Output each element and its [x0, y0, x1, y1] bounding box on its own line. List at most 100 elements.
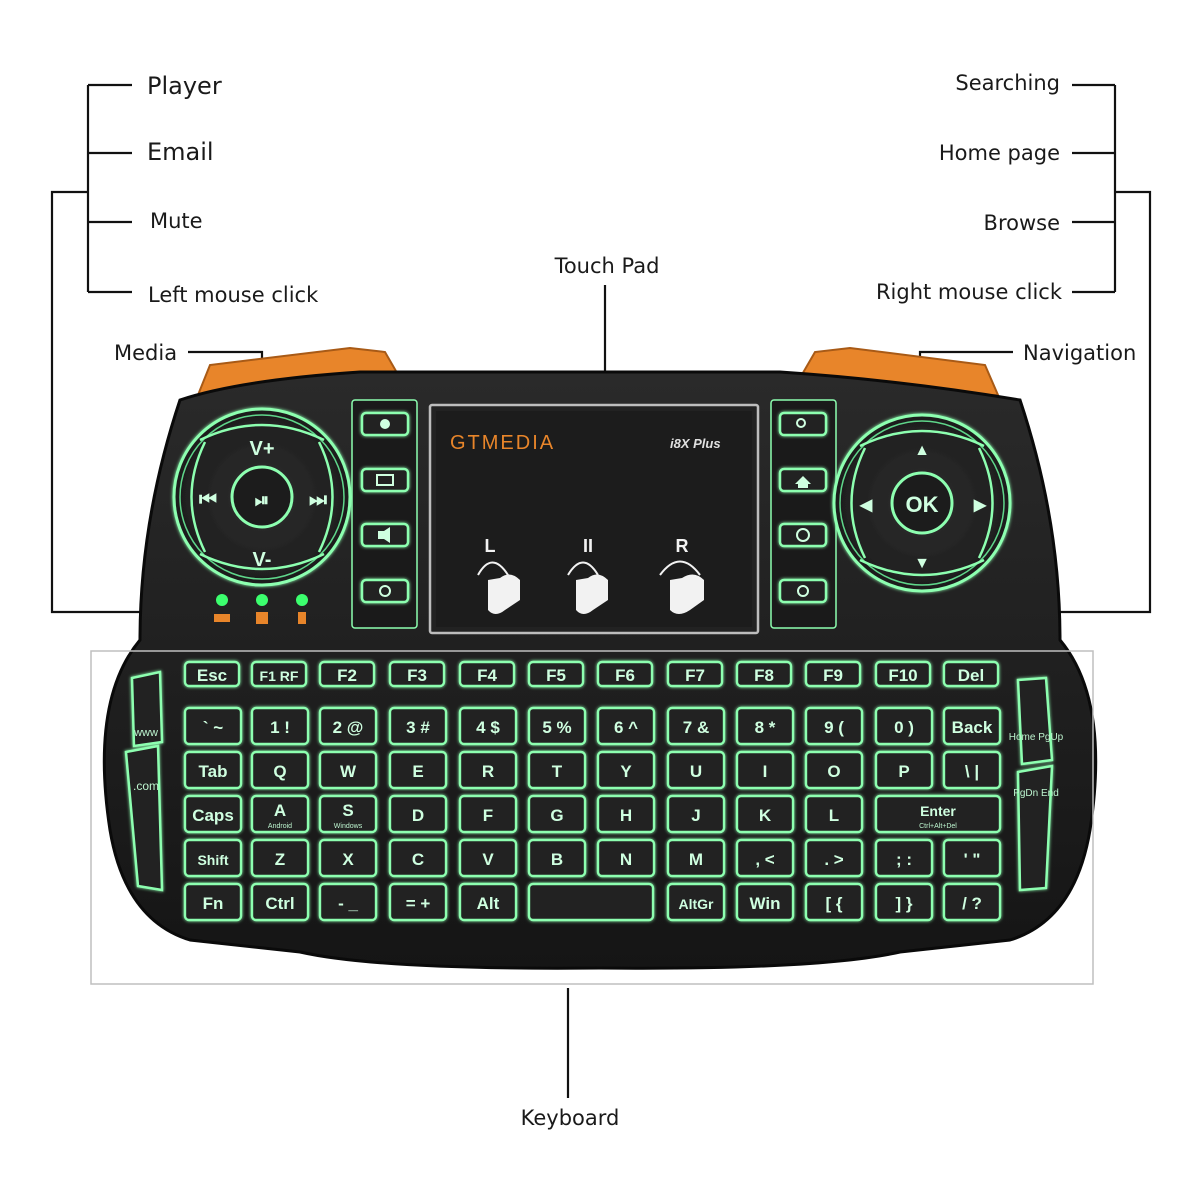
- key-win[interactable]: Win: [735, 882, 795, 922]
- key-o[interactable]: O: [804, 750, 864, 790]
- side-key-com[interactable]: [124, 744, 164, 892]
- key-e[interactable]: E: [388, 750, 448, 790]
- key-u[interactable]: U: [666, 750, 726, 790]
- key-space[interactable]: [527, 882, 655, 922]
- key-3[interactable]: 3 #: [388, 706, 448, 746]
- key-d[interactable]: D: [388, 794, 448, 834]
- key-symbol[interactable]: , <: [735, 838, 795, 878]
- key-fn[interactable]: Fn: [183, 882, 243, 922]
- side-key-home-pgup[interactable]: [1016, 676, 1054, 766]
- key-symbol[interactable]: ` ~: [183, 706, 243, 746]
- key-2[interactable]: 2 @: [318, 706, 378, 746]
- key-k[interactable]: K: [735, 794, 795, 834]
- key-f4[interactable]: F4: [458, 660, 516, 688]
- key-label: F1 RF: [260, 668, 299, 684]
- key-l[interactable]: L: [804, 794, 864, 834]
- key-5[interactable]: 5 %: [527, 706, 587, 746]
- key-ctrl[interactable]: Ctrl: [250, 882, 310, 922]
- key-0[interactable]: 0 ): [874, 706, 934, 746]
- key-y[interactable]: Y: [596, 750, 656, 790]
- key-7[interactable]: 7 &: [666, 706, 726, 746]
- key-f3[interactable]: F3: [388, 660, 446, 688]
- key-tab[interactable]: Tab: [183, 750, 243, 790]
- key-4[interactable]: 4 $: [458, 706, 518, 746]
- key-cap: [183, 660, 241, 688]
- media-volume-down-button[interactable]: V-: [253, 549, 272, 571]
- key-label: ' ": [964, 850, 981, 869]
- key-8[interactable]: 8 *: [735, 706, 795, 746]
- key-r[interactable]: R: [458, 750, 518, 790]
- brand-logo-text: GTMEDIA: [450, 432, 555, 454]
- key-shift[interactable]: Shift: [183, 838, 243, 878]
- left-mouse-click-button[interactable]: [360, 578, 410, 604]
- key-label: Z: [275, 850, 285, 869]
- nav-up-button[interactable]: ▲: [914, 442, 930, 459]
- key-v[interactable]: V: [458, 838, 518, 878]
- key-c[interactable]: C: [388, 838, 448, 878]
- key-alt[interactable]: Alt: [458, 882, 518, 922]
- key-symbol[interactable]: \ |: [942, 750, 1002, 790]
- key-altgr[interactable]: AltGr: [666, 882, 726, 922]
- key-w[interactable]: W: [318, 750, 378, 790]
- key-f5[interactable]: F5: [527, 660, 585, 688]
- key-f10[interactable]: F10: [874, 660, 932, 688]
- key-z[interactable]: Z: [250, 838, 310, 878]
- key-label: ] }: [896, 894, 913, 913]
- media-volume-up-button[interactable]: V+: [249, 438, 274, 460]
- key-m[interactable]: M: [666, 838, 726, 878]
- key-6[interactable]: 6 ^: [596, 706, 656, 746]
- key-b[interactable]: B: [527, 838, 587, 878]
- key-symbol[interactable]: / ?: [942, 882, 1002, 922]
- key-symbol[interactable]: - _: [318, 882, 378, 922]
- side-key-home-pgup-label: Home PgUp: [1009, 732, 1064, 743]
- media-play-pause-button[interactable]: ⏯: [255, 490, 269, 510]
- search-button[interactable]: [778, 411, 828, 437]
- email-button[interactable]: [360, 467, 410, 493]
- key-p[interactable]: P: [874, 750, 934, 790]
- nav-left-button[interactable]: ◀: [859, 497, 873, 514]
- side-key-pgdn-end[interactable]: [1016, 764, 1054, 892]
- key-t[interactable]: T: [527, 750, 587, 790]
- nav-right-button[interactable]: ▶: [973, 497, 987, 514]
- key-del[interactable]: Del: [942, 660, 1000, 688]
- key-n[interactable]: N: [596, 838, 656, 878]
- browse-button[interactable]: [778, 522, 828, 548]
- key-symbol[interactable]: [ {: [804, 882, 864, 922]
- key-f6[interactable]: F6: [596, 660, 654, 688]
- key-f7[interactable]: F7: [666, 660, 724, 688]
- key-i[interactable]: I: [735, 750, 795, 790]
- key-j[interactable]: J: [666, 794, 726, 834]
- key-f[interactable]: F: [458, 794, 518, 834]
- nav-down-button[interactable]: ▼: [914, 555, 930, 572]
- key-h[interactable]: H: [596, 794, 656, 834]
- nav-ok-button[interactable]: OK: [906, 492, 939, 517]
- side-key-www[interactable]: [130, 670, 164, 748]
- key-label: Enter: [920, 803, 956, 819]
- key-back[interactable]: Back: [942, 706, 1002, 746]
- key-label: L: [829, 806, 839, 825]
- key-cap: [318, 660, 376, 688]
- key-1[interactable]: 1 !: [250, 706, 310, 746]
- key-g[interactable]: G: [527, 794, 587, 834]
- key-esc[interactable]: Esc: [183, 660, 241, 688]
- key-f9[interactable]: F9: [804, 660, 862, 688]
- key-caps[interactable]: Caps: [183, 794, 243, 834]
- key-x[interactable]: X: [318, 838, 378, 878]
- key-f8[interactable]: F8: [735, 660, 793, 688]
- key-symbol[interactable]: ; :: [874, 838, 934, 878]
- media-previous-button[interactable]: ⏮: [199, 489, 217, 511]
- key-q[interactable]: Q: [250, 750, 310, 790]
- key-9[interactable]: 9 (: [804, 706, 864, 746]
- key-f2[interactable]: F2: [318, 660, 376, 688]
- media-next-button[interactable]: ⏭: [309, 489, 327, 511]
- key-symbol[interactable]: . >: [804, 838, 864, 878]
- key-symbol[interactable]: = +: [388, 882, 448, 922]
- key-symbol[interactable]: ] }: [874, 882, 934, 922]
- right-mouse-click-button[interactable]: [778, 578, 828, 604]
- key-f1-rf[interactable]: F1 RF: [250, 660, 308, 688]
- key-symbol[interactable]: ' ": [942, 838, 1002, 878]
- key-cap: [250, 660, 308, 688]
